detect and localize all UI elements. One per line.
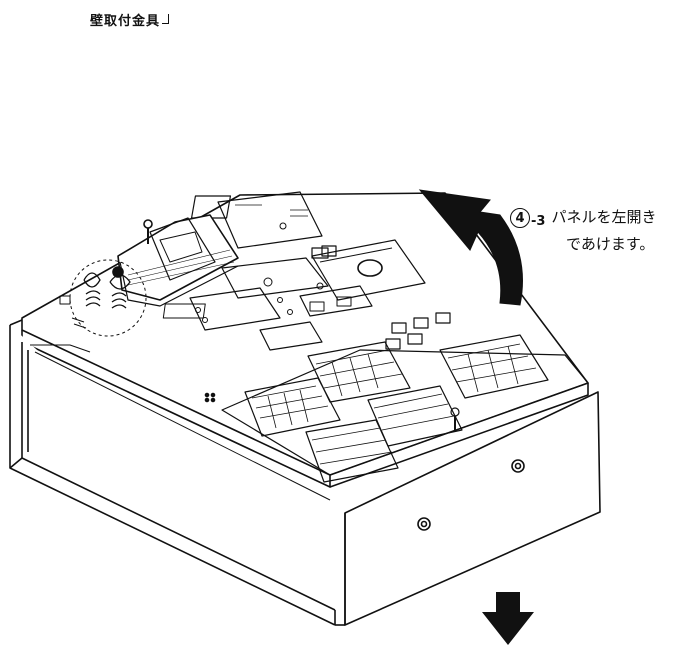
panel-right-edge <box>329 383 589 488</box>
housing-right-side <box>9 319 23 326</box>
wall-bracket-text: 壁取付金具 <box>90 14 161 29</box>
step-text-line2: であけます。 <box>566 235 655 253</box>
spring-connector-2 <box>109 274 131 309</box>
module-box-4 <box>305 419 399 483</box>
wall-bracket-label: 壁取付金具 <box>90 10 170 29</box>
bracket-mark <box>162 14 170 24</box>
housing-bottom-line <box>9 457 23 469</box>
step-text-line1: パネルを左開き <box>551 208 657 226</box>
module-box-1 <box>244 377 341 437</box>
step-number-badge: 4 <box>510 207 530 228</box>
module-box-2 <box>307 341 411 403</box>
screw-hole-right <box>511 459 525 473</box>
curved-arrow-up-left-icon <box>418 189 523 306</box>
step-sub-number: -3 <box>531 214 546 229</box>
spring-connector-1 <box>83 272 101 307</box>
module-box-5 <box>439 334 549 399</box>
screw-hole-left <box>417 517 431 531</box>
step-instruction: 4-3 パネルを左開き であけます。 <box>510 206 656 255</box>
callout-circle <box>69 259 147 337</box>
handset-cradle <box>117 214 239 301</box>
arrow-down-icon <box>482 592 534 645</box>
